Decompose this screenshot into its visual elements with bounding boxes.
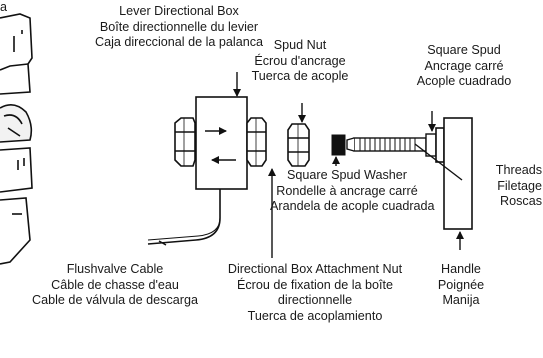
handle	[435, 117, 473, 230]
square-spud-label: Square Spud Ancrage carré Acople cuadrad…	[416, 43, 512, 88]
lever-directional-box-label: Lever Directional Box Boîte directionnel…	[94, 4, 264, 49]
spud-nut-label: Spud Nut Écrou d'ancrage Tuerca de acopl…	[251, 38, 349, 83]
toilet-fragment-illustration	[0, 13, 33, 265]
flushvalve-cable-label: Flushvalve Cable Câble de chasse d'eau C…	[32, 262, 198, 307]
direction-arrows	[205, 127, 236, 164]
square-spud-washer-label: Square Spud Washer Rondelle à ancrage ca…	[270, 168, 435, 213]
lever-directional-box	[195, 96, 248, 190]
box-attachment-nut	[246, 117, 267, 167]
leader-lines	[158, 72, 464, 258]
spud-nut	[287, 123, 310, 167]
square-spud-shaft	[346, 133, 437, 157]
square-spud-washer	[331, 134, 346, 156]
handle-label: Handle Poignée Manija	[437, 262, 485, 307]
directional-box-attachment-nut-label: Directional Box Attachment Nut Écrou de …	[227, 262, 403, 323]
threads-label: Threads Filetage Roscas	[495, 163, 542, 208]
corner-fragment-label: a	[0, 0, 8, 14]
box-left-nut	[174, 117, 196, 167]
flushvalve-cable	[147, 189, 221, 245]
